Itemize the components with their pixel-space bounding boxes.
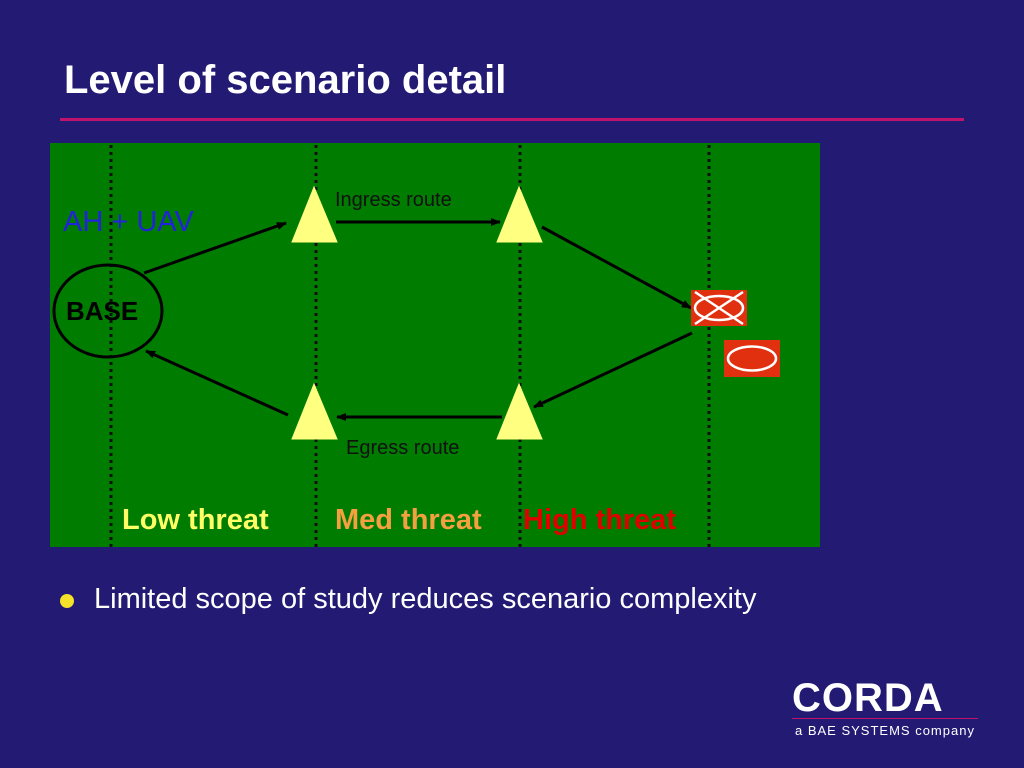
waypoint-ingress-1 — [291, 185, 338, 243]
egress-route-label: Egress route — [346, 437, 460, 459]
route-wp3-to-base — [145, 349, 289, 417]
waypoint-egress-2 — [496, 382, 543, 440]
logo-divider — [792, 718, 978, 719]
destroyed-target-icon — [691, 290, 747, 326]
waypoint-ingress-2 — [496, 185, 543, 243]
bullet-dot-icon — [60, 593, 74, 608]
target-icon — [724, 340, 780, 377]
base-node — [52, 263, 164, 359]
route-target-to-wp4 — [533, 331, 693, 409]
diagram-canvas — [52, 145, 780, 547]
force-label: AH + UAV — [63, 206, 194, 238]
waypoint-egress-1 — [291, 382, 338, 440]
zone-label-high: High threat — [523, 504, 677, 536]
slide-title: Level of scenario detail — [64, 58, 507, 102]
corda-logo: CORDA a BAE SYSTEMS company — [790, 676, 980, 746]
logo-tagline: a BAE SYSTEMS company — [795, 723, 975, 738]
zone-label-med: Med threat — [335, 504, 482, 536]
scenario-diagram: AH + UAV BASE Ingress route Egress route… — [50, 143, 820, 547]
bullet-text: Limited scope of study reduces scenario … — [94, 583, 757, 615]
zone-label-low: Low threat — [122, 504, 269, 536]
ingress-route-label: Ingress route — [335, 189, 452, 211]
title-divider — [60, 118, 964, 121]
route-wp2-to-target — [541, 225, 692, 310]
logo-wordmark: CORDA — [792, 676, 944, 720]
bullet-item: Limited scope of study reduces scenario … — [60, 583, 756, 616]
route-base-to-wp1 — [143, 221, 287, 275]
base-label: BASE — [66, 296, 139, 326]
